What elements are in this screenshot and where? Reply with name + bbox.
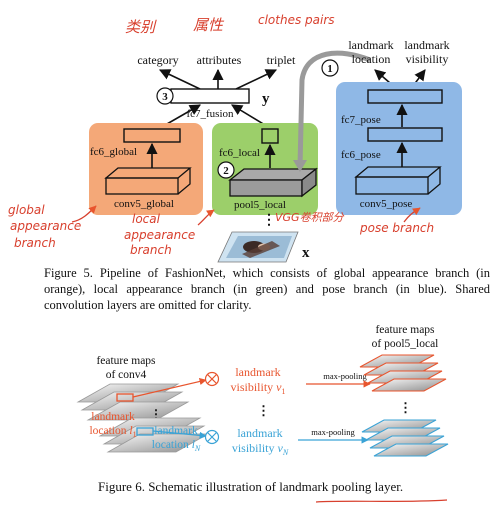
feature-maps-pool5-line1: feature maps (375, 324, 435, 336)
ellipsis-vertical: ⋮ (262, 213, 276, 228)
step-1-label: 1 (327, 63, 333, 75)
svg-text:global: global (8, 203, 45, 217)
svg-text:branch: branch (14, 236, 56, 250)
svg-text:appearance: appearance (10, 219, 81, 233)
ellipsis-middle: ⋮ (257, 403, 270, 418)
arrow-locationN-to-multiply (152, 430, 207, 439)
step-2-marker (217, 161, 235, 179)
handwritten-pose-branch: pose branch (359, 207, 434, 235)
handwritten-global-branch: global appearance branch (8, 203, 97, 250)
handwritten-clothes-pairs-text: clothes pairs (258, 13, 335, 27)
conv5-global-block (104, 167, 192, 195)
multiply-icon-N (204, 429, 220, 445)
feature-maps-conv4-line2: of conv4 (106, 369, 147, 381)
step-3-label: 3 (162, 91, 168, 103)
pool5-local-block (228, 167, 318, 198)
figure-5-caption: Figure 5. Pipeline of FashionNet, which … (44, 266, 490, 312)
fc6-local-layer (261, 128, 279, 144)
output-attributes: attributes (197, 53, 242, 67)
figure-6-caption-underlined: landmark pooling layer (279, 479, 400, 494)
pool5-local-blue-stack (361, 419, 449, 457)
landmark-visibility-1-line2: visibility v1 (230, 380, 285, 396)
landmark-location-line2: location (352, 52, 391, 66)
fc6-local-label: fc6_local (219, 147, 260, 159)
fc6-global-layer (123, 128, 181, 143)
step-2-label: 2 (223, 165, 229, 177)
feature-maps-pool5-line2: of pool5_local (372, 338, 439, 350)
landmark-location-1-line1: landmark (91, 411, 135, 423)
handwritten-vgg: VGG卷积部分 (275, 211, 345, 224)
output-y-label: y (262, 91, 270, 107)
fc7-pose-layer (367, 89, 443, 104)
fc7-fusion-layer (170, 88, 250, 104)
arrow-location1-to-multiply (132, 377, 207, 398)
global-appearance-branch (89, 123, 203, 215)
fc6-pose-label: fc6_pose (341, 149, 381, 161)
svg-text:local: local (132, 212, 161, 226)
landmark-pooling-arrowhead (293, 160, 307, 172)
pool5-local-red-stack (359, 354, 447, 392)
conv5-pose-block (354, 166, 442, 195)
conv4-feature-stack: ⋮ (76, 383, 210, 453)
handwritten-local-branch: local appearance branch (124, 209, 215, 257)
output-category: category (137, 53, 178, 67)
fc7-fusion-label: fc7_fusion (186, 108, 234, 120)
handwritten-category: 类别 (125, 18, 157, 36)
input-x-label: x (302, 245, 310, 261)
fc7-pose-label: fc7_pose (341, 114, 381, 126)
svg-text:pose branch: pose branch (359, 221, 434, 235)
multiply-icon-1 (204, 371, 220, 387)
figure-6-caption-suffix: . (399, 479, 404, 494)
handwritten-underline (315, 499, 448, 503)
fc6-global-label: fc6_global (90, 146, 137, 158)
handwritten-clothes-pairs: clothes pairs (258, 13, 335, 27)
landmark-visibility-N-line2: visibility vN (232, 441, 289, 457)
figure-6-caption-prefix: Figure 6. Schematic illustration of (98, 479, 280, 494)
feature-maps-conv4-line1: feature maps (96, 355, 156, 367)
arrow-to-category (158, 69, 201, 90)
landmark-visibility-N-line1: landmark (237, 426, 282, 440)
step-1-marker (321, 59, 339, 77)
landmark-location-1-line2: location l1 (89, 425, 136, 439)
svg-text:appearance: appearance (124, 228, 195, 242)
landmark-visibility-line1: landmark (404, 38, 449, 52)
conv5-global-label: conv5_global (114, 198, 174, 210)
arrow-to-triplet (235, 69, 278, 90)
ellipsis-right: ⋮ (399, 400, 412, 415)
input-image-x (217, 231, 299, 263)
step-3-marker (156, 87, 174, 105)
max-pooling-label-1: max-pooling (323, 371, 367, 381)
figure-6-caption: Figure 6. Schematic illustration of land… (98, 479, 478, 495)
output-triplet: triplet (267, 53, 296, 67)
landmark-pooling-arrow (297, 50, 371, 168)
max-pooling-label-2: max-pooling (311, 427, 355, 437)
svg-text:⋮: ⋮ (150, 407, 162, 421)
landmark-location-N-line2: location lN (152, 439, 201, 453)
landmark-location-line1: landmark (348, 38, 393, 52)
landmark-visibility-1-line1: landmark (235, 365, 280, 379)
svg-text:branch: branch (130, 243, 172, 257)
pool5-local-label: pool5_local (234, 199, 286, 211)
handwritten-attributes: 属性 (193, 16, 225, 34)
conv5-pose-label: conv5_pose (360, 198, 413, 210)
landmark-visibility-line2: visibility (406, 52, 449, 66)
fc6-pose-layer (367, 127, 443, 142)
